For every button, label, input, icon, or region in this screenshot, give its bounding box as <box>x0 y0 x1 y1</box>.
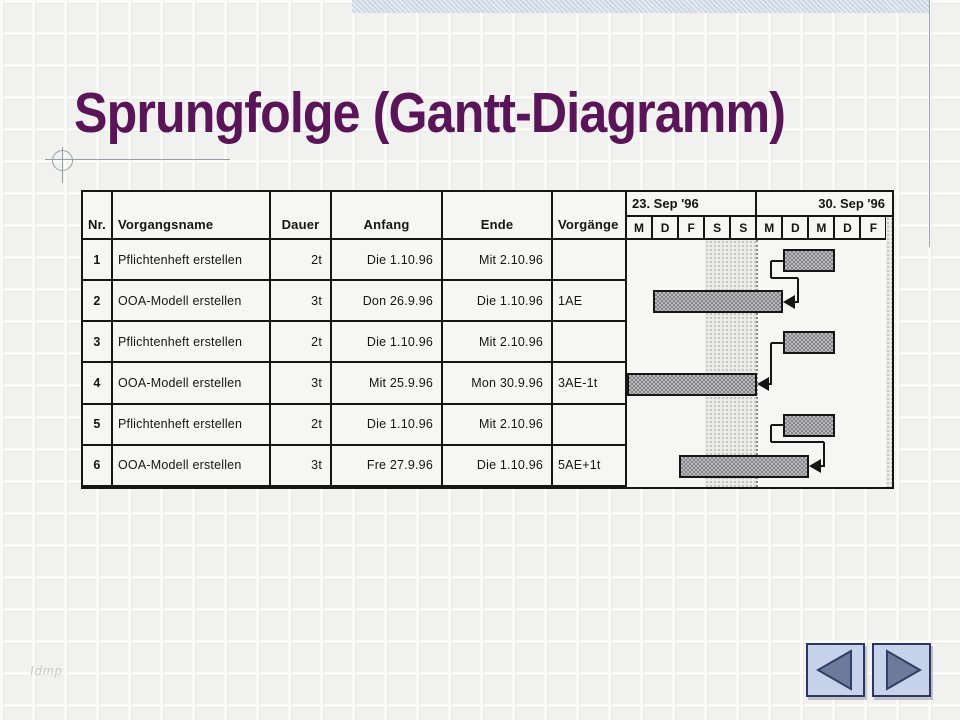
link-line-segment <box>770 342 773 384</box>
title-vertical-tick <box>62 147 63 183</box>
task-row-2-duration: 3t <box>271 281 332 323</box>
day-header-cell: S <box>705 217 732 240</box>
day-header-cell: M <box>757 217 784 240</box>
top-decoration-strip <box>352 0 930 13</box>
task-row-4-duration: 3t <box>271 363 332 405</box>
day-header-cell: S <box>731 217 758 240</box>
link-line-segment <box>771 259 784 262</box>
task-row-6-start: Fre 27.9.96 <box>332 445 443 487</box>
task-row-6-predecessors: 5AE+1t <box>553 445 627 487</box>
task-row-3-end: Mit 2.10.96 <box>443 322 553 364</box>
gantt-bar-row-1 <box>783 249 836 272</box>
column-header-vorgangsname: Vorgangsname <box>113 192 271 240</box>
task-row-6-end: Die 1.10.96 <box>443 445 553 487</box>
gantt-bar-row-5 <box>783 413 836 437</box>
day-header-cell: F <box>679 217 706 240</box>
link-line-segment <box>771 341 784 344</box>
task-row-5-nr: 5 <box>83 404 113 446</box>
task-row-6-name: OOA-Modell erstellen <box>113 445 271 487</box>
task-row-5-name: Pflichtenheft erstellen <box>113 404 271 446</box>
task-row-4-start: Mit 25.9.96 <box>332 363 443 405</box>
current-date-line <box>756 240 758 487</box>
week-label-1: 23. Sep '96 <box>627 192 758 217</box>
task-row-2-start: Don 26.9.96 <box>332 281 443 323</box>
week-label-2: 30. Sep '96 <box>757 192 892 217</box>
link-line-segment <box>770 425 773 443</box>
column-header-anfang: Anfang <box>332 192 443 240</box>
link-line-segment <box>820 465 826 468</box>
task-row-3-duration: 2t <box>271 322 332 364</box>
task-row-5-end: Mit 2.10.96 <box>443 404 553 446</box>
column-header-vorgaenge: Vorgänge <box>553 192 627 240</box>
day-header-cell: F <box>861 217 888 240</box>
link-line-segment <box>771 424 784 427</box>
task-row-2-predecessors: 1AE <box>553 281 627 323</box>
title-underline <box>45 159 230 160</box>
day-header-row: M D F S S M D M D F <box>627 217 892 240</box>
link-arrowhead <box>757 377 770 391</box>
task-row-5-predecessors <box>553 404 627 446</box>
task-row-1-start: Die 1.10.96 <box>332 240 443 282</box>
task-row-5-duration: 2t <box>271 404 332 446</box>
watermark-text: Idmp <box>30 663 63 678</box>
column-header-ende: Ende <box>443 192 553 240</box>
next-weekend-shading-sliver <box>886 217 892 487</box>
gantt-bar-row-6 <box>679 454 810 478</box>
task-row-4-end: Mon 30.9.96 <box>443 363 553 405</box>
gantt-sheet: Nr. Vorgangsname Dauer Anfang Ende Vorgä… <box>81 190 894 489</box>
task-row-6-nr: 6 <box>83 445 113 487</box>
task-row-5-start: Die 1.10.96 <box>332 404 443 446</box>
task-row-3-name: Pflichtenheft erstellen <box>113 322 271 364</box>
column-header-dauer: Dauer <box>271 192 332 240</box>
task-row-2-name: OOA-Modell erstellen <box>113 281 271 323</box>
day-header-cell: D <box>835 217 862 240</box>
link-line-segment <box>771 441 825 444</box>
right-decoration-line <box>929 0 930 247</box>
task-row-4-nr: 4 <box>83 363 113 405</box>
forward-arrow-icon <box>885 649 922 691</box>
next-slide-button[interactable] <box>872 643 931 697</box>
task-row-1-name: Pflichtenheft erstellen <box>113 240 271 282</box>
task-row-1-end: Mit 2.10.96 <box>443 240 553 282</box>
day-header-cell: M <box>809 217 836 240</box>
task-row-3-predecessors <box>553 322 627 364</box>
gantt-bar-row-2 <box>653 290 784 314</box>
task-row-2-end: Die 1.10.96 <box>443 281 553 323</box>
link-line-segment <box>770 260 773 278</box>
task-table: Nr. Vorgangsname Dauer Anfang Ende Vorgä… <box>83 192 627 487</box>
link-line-segment <box>768 383 773 385</box>
task-row-4-name: OOA-Modell erstellen <box>113 363 271 405</box>
page-title: Sprungfolge (Gantt-Diagramm) <box>74 81 786 145</box>
link-arrowhead <box>783 294 796 309</box>
task-row-1-duration: 2t <box>271 240 332 282</box>
link-arrowhead <box>809 459 822 474</box>
task-row-3-nr: 3 <box>83 322 113 364</box>
day-header-cell: M <box>627 217 654 240</box>
task-row-2-nr: 2 <box>83 281 113 323</box>
link-line-segment <box>794 300 800 303</box>
task-row-3-start: Die 1.10.96 <box>332 322 443 364</box>
weekend-shading-band <box>705 240 758 487</box>
column-header-nr: Nr. <box>83 192 113 240</box>
link-line-segment <box>823 442 826 467</box>
task-row-6-duration: 3t <box>271 445 332 487</box>
gantt-bar-row-3 <box>783 331 836 355</box>
task-row-1-nr: 1 <box>83 240 113 282</box>
previous-slide-button[interactable] <box>806 643 865 697</box>
link-line-segment <box>797 277 800 302</box>
slide-navigation <box>806 643 931 697</box>
week-header-row: 23. Sep '96 30. Sep '96 <box>627 192 892 217</box>
task-row-4-predecessors: 3AE-1t <box>553 363 627 405</box>
timeline-pane: 23. Sep '96 30. Sep '96 M D F S S M D M … <box>627 192 892 487</box>
day-header-cell: D <box>653 217 680 240</box>
back-arrow-icon <box>815 649 852 691</box>
task-row-1-predecessors <box>553 240 627 282</box>
gantt-bar-row-4 <box>627 372 758 396</box>
day-header-cell: D <box>783 217 810 240</box>
link-line-segment <box>771 276 799 279</box>
